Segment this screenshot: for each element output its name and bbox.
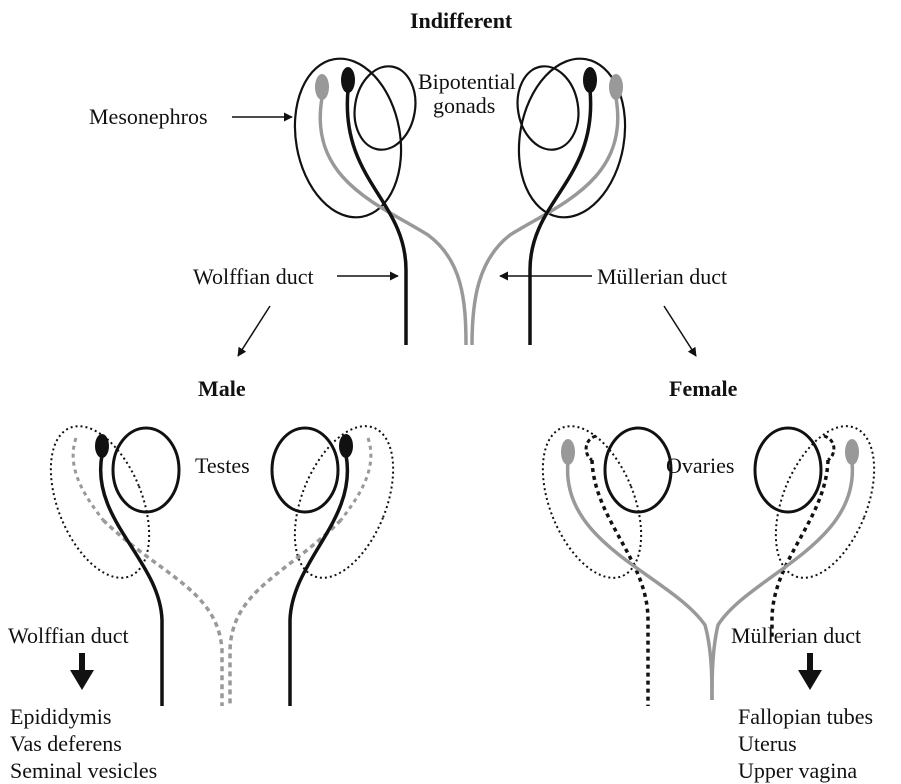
label-mullerian-duct-female: Müllerian duct — [731, 625, 861, 647]
male-right-system — [230, 412, 413, 706]
indifferent-right-gonad — [511, 61, 585, 154]
label-ovaries: Ovaries — [666, 455, 734, 477]
female-right-system — [712, 412, 894, 700]
female-right-mullerian-duct — [712, 462, 852, 700]
female-derivative-item: Uterus — [738, 730, 873, 757]
label-bipotential: Bipotential — [418, 71, 516, 93]
male-right-testis — [272, 428, 338, 512]
female-derivative-item: Fallopian tubes — [738, 703, 873, 730]
male-derivative-item: Seminal vesicles — [10, 757, 157, 784]
male-left-wolffian-duct — [101, 455, 162, 706]
female-derivatives-list: Fallopian tubes Uterus Upper vagina — [738, 703, 873, 784]
to-male-arrow — [238, 306, 270, 356]
female-right-ovary — [755, 428, 821, 512]
male-left-testis — [113, 428, 179, 512]
label-gonads: gonads — [433, 95, 495, 117]
label-mullerian-duct-top: Müllerian duct — [597, 266, 727, 288]
label-testes: Testes — [195, 455, 250, 477]
male-derivatives-list: Epididymis Vas deferens Seminal vesicles — [10, 703, 157, 784]
male-derivative-arrow — [70, 653, 94, 690]
male-derivative-item: Epididymis — [10, 703, 157, 730]
label-wolffian-duct-top: Wolffian duct — [193, 266, 314, 288]
indifferent-right-mullerian-duct — [472, 98, 618, 345]
indifferent-left-gonad — [348, 61, 422, 154]
female-derivative-arrow — [798, 653, 822, 690]
male-derivative-item: Vas deferens — [10, 730, 157, 757]
label-wolffian-duct-male: Wolffian duct — [8, 625, 129, 647]
heading-indifferent: Indifferent — [410, 10, 512, 32]
to-female-arrow — [664, 306, 696, 356]
label-mesonephros: Mesonephros — [89, 106, 208, 128]
male-right-wolffian-duct — [290, 455, 347, 706]
female-derivative-item: Upper vagina — [738, 757, 873, 784]
female-left-ovary — [605, 428, 671, 512]
male-left-system — [31, 412, 222, 706]
heading-female: Female — [669, 378, 737, 400]
heading-male: Male — [198, 378, 246, 400]
